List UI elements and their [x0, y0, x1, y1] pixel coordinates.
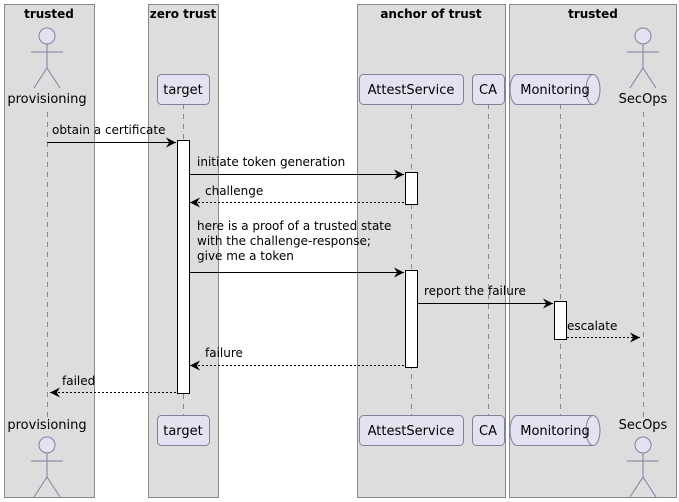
database-monitoring-top[interactable]: Monitoring [509, 74, 601, 105]
actor-leg-right [46, 67, 61, 89]
message-m5[interactable]: report the failure [418, 284, 553, 309]
message-m1[interactable]: obtain a certificate [47, 123, 176, 148]
actor-secops-top[interactable]: SecOps [619, 27, 668, 107]
participant-label: AttestService [368, 424, 455, 439]
activation-bar-target [177, 140, 190, 394]
participant-box [359, 415, 464, 446]
participant-box [157, 74, 210, 105]
message-m8[interactable]: failed [50, 374, 176, 398]
database-cap [585, 415, 594, 446]
participant-ca-top[interactable]: CA [472, 74, 505, 105]
message-label: failure [205, 346, 243, 360]
message-label: initiate token generation [197, 155, 345, 169]
participant-box [157, 415, 210, 446]
participant-label: AttestService [368, 83, 455, 98]
message-label-line: give me a token [197, 249, 294, 263]
actor-provisioning-bottom[interactable]: provisioning [7, 418, 87, 498]
participant-attestservice-bottom[interactable]: AttestService [359, 415, 464, 446]
participant-box [359, 74, 464, 105]
actor-head-icon [38, 27, 56, 45]
participant-label: Monitoring [520, 424, 590, 439]
participant-target-top[interactable]: target [157, 74, 210, 105]
actor-head-icon [38, 436, 56, 454]
message-m6[interactable]: escalate [567, 319, 640, 343]
actor-leg-left [33, 67, 48, 89]
participant-box [472, 74, 505, 105]
participant-label: CA [479, 83, 497, 98]
message-m3[interactable]: challenge [190, 184, 404, 208]
activation-bar-monitoring [554, 301, 567, 340]
group-title: anchor of trust [380, 7, 482, 21]
message-label: report the failure [424, 284, 526, 298]
messages: obtain a certificate initiate token gener… [47, 123, 640, 398]
group-box: trusted [4, 4, 95, 498]
actor-leg-left [629, 476, 644, 498]
actor-head-icon [634, 436, 652, 454]
actor-leg-left [629, 67, 644, 89]
participant-attestservice-top[interactable]: AttestService [359, 74, 464, 105]
message-label: obtain a certificate [52, 123, 166, 137]
activation-bar-attestservice [405, 172, 418, 205]
participant-box [472, 415, 505, 446]
actor-leg-right [46, 476, 61, 498]
message-label: challenge [205, 184, 263, 198]
participant-label: target [163, 83, 203, 98]
actor-provisioning-top[interactable]: provisioning [7, 27, 87, 107]
participant-label: provisioning [7, 418, 86, 433]
actor-leg-left [33, 476, 48, 498]
message-label-line: here is a proof of a trusted state [197, 219, 391, 233]
participant-label: target [163, 424, 203, 439]
participant-label: CA [479, 424, 497, 439]
participant-label: provisioning [7, 92, 86, 107]
message-label: failed [62, 374, 95, 388]
activation-bar-attestservice [405, 270, 418, 368]
participants: provisioningprovisioningtargettargetAtte… [7, 27, 668, 498]
message-m2[interactable]: initiate token generation [190, 155, 404, 180]
message-label-line: with the challenge-response; [197, 234, 371, 248]
group-title: trusted [24, 7, 74, 21]
actor-secops-bottom[interactable]: SecOps [619, 418, 668, 498]
message-m7[interactable]: failure [190, 346, 404, 371]
group-title: zero trust [150, 7, 217, 21]
participant-label: SecOps [619, 418, 668, 433]
participant-target-bottom[interactable]: target [157, 415, 210, 446]
participant-label: Monitoring [520, 83, 590, 98]
database-cap [585, 74, 594, 105]
group-title: trusted [568, 7, 618, 21]
participant-label: SecOps [619, 92, 668, 107]
actor-leg-right [642, 476, 657, 498]
database-monitoring-bottom[interactable]: Monitoring [509, 415, 601, 446]
actor-head-icon [634, 27, 652, 45]
activation-bars [177, 140, 567, 394]
actor-leg-right [642, 67, 657, 89]
message-label: escalate [567, 319, 617, 333]
participant-ca-bottom[interactable]: CA [472, 415, 505, 446]
